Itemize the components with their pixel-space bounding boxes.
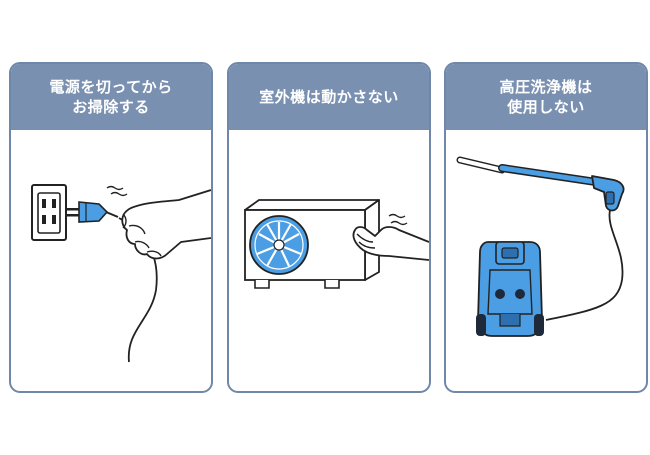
card-outdoor-unit: 室外機は動かさない <box>227 62 431 393</box>
card-title: 電源を切ってから お掃除する <box>49 78 173 116</box>
card-header: 電源を切ってから お掃除する <box>11 64 211 130</box>
card-title: 高圧洗浄機は 使用しない <box>499 78 593 116</box>
hand-icon <box>121 189 211 260</box>
spray-gun-icon <box>456 156 625 212</box>
card-header: 高圧洗浄機は 使用しない <box>446 64 646 130</box>
card-unplug: 電源を切ってから お掃除する <box>9 62 213 393</box>
card-title: 室外機は動かさない <box>259 88 399 106</box>
wall-outlet-icon <box>31 184 67 241</box>
card-pressure-washer: 高圧洗浄機は 使用しない <box>444 62 648 393</box>
hand-icon <box>352 226 429 261</box>
outdoor-unit-illustration <box>244 199 429 289</box>
pressure-washer-machine-icon <box>476 241 544 337</box>
pressure-washer-illustration <box>456 156 625 337</box>
unplug-illustration <box>31 184 211 363</box>
plug-icon <box>67 201 119 223</box>
card-header: 室外機は動かさない <box>229 64 429 130</box>
